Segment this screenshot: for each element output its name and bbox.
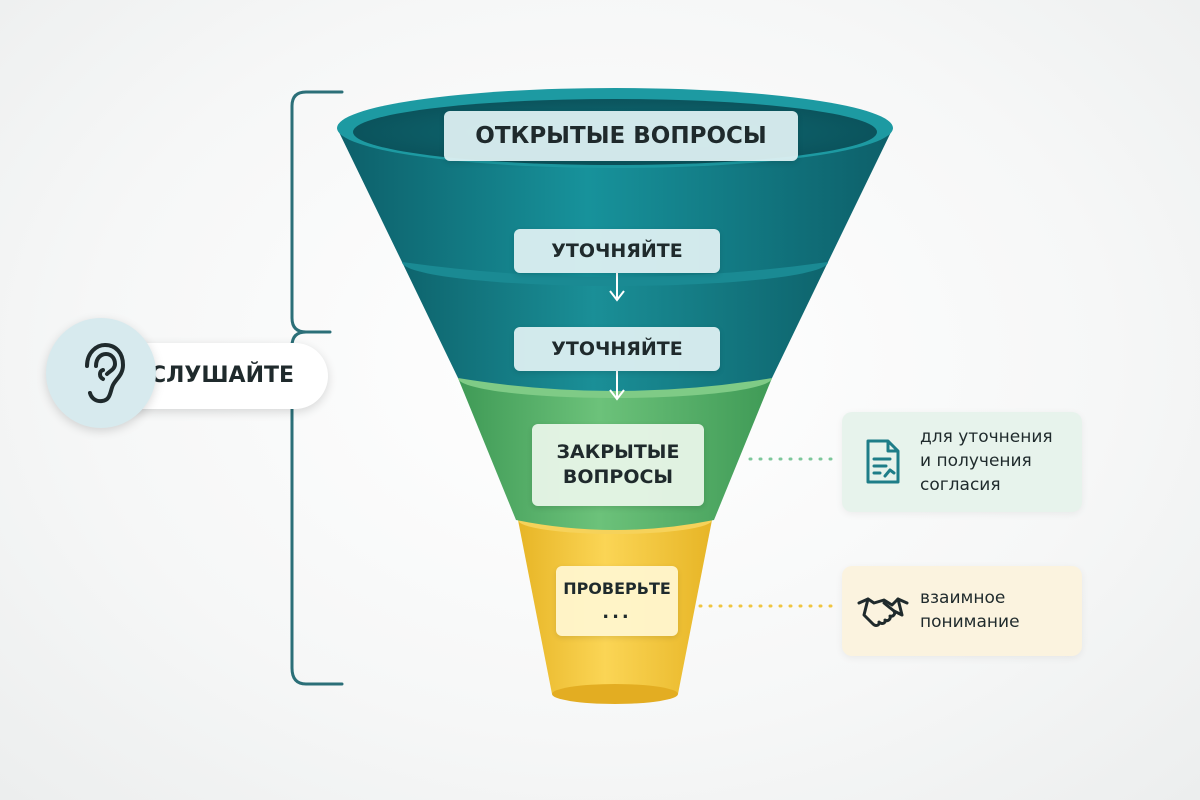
check-ellipsis: ... — [602, 602, 632, 623]
clarify-label-2: Уточняйте — [514, 327, 720, 371]
mutual-note-text: взаимное понимание — [912, 587, 1020, 635]
closed-questions-label: Закрытые вопросы — [532, 424, 704, 506]
agreement-note: для уточнения и получения согласия — [842, 412, 1082, 512]
mutual-note: взаимное понимание — [842, 566, 1082, 656]
check-text: Проверьте — [563, 579, 671, 598]
agreement-line-2: и получения — [920, 451, 1032, 472]
handshake-icon — [857, 597, 909, 627]
document-check-icon — [866, 439, 900, 484]
mutual-line-2: понимание — [920, 612, 1020, 632]
closed-questions-line-1: Закрытые — [556, 441, 680, 464]
open-questions-label: Открытые вопросы — [444, 111, 798, 161]
mutual-line-1: взаимное — [920, 588, 1006, 609]
listen-label: Слушайте — [150, 363, 295, 388]
arrow-down-icon — [609, 273, 625, 302]
agreement-note-text: для уточнения и получения согласия — [912, 426, 1053, 497]
ear-icon — [85, 342, 126, 404]
arrow-down-icon — [609, 371, 625, 401]
listen-bracket — [290, 90, 344, 686]
ear-badge — [46, 318, 156, 428]
clarify-label-1: Уточняйте — [514, 229, 720, 273]
closed-questions-line-2: вопросы — [562, 466, 674, 488]
agreement-line-3: согласия — [920, 474, 1001, 495]
agreement-line-1: для уточнения — [920, 427, 1053, 448]
check-label: Проверьте ... — [556, 566, 678, 636]
